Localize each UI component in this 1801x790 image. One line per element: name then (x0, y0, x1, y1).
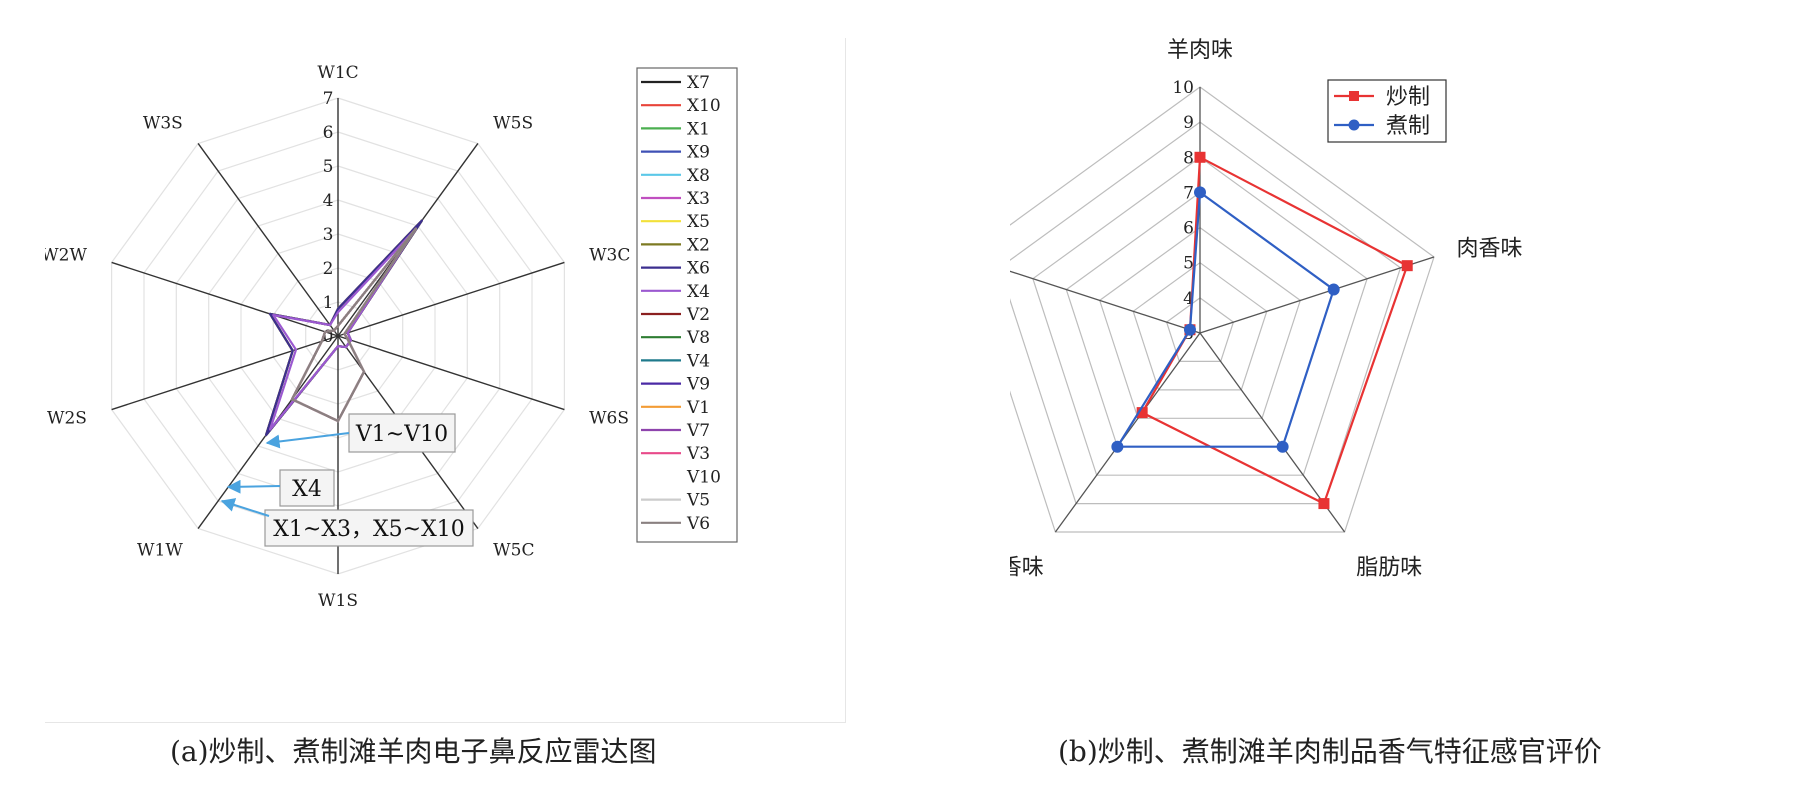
legend-frame (1327, 79, 1447, 143)
radar-b-axis-line (1199, 256, 1435, 334)
radar-a-tick-label: 4 (323, 191, 334, 211)
radar-a-axis-label: W2S (47, 409, 87, 429)
legend-label: V2 (686, 305, 710, 325)
radar-a-series-line (290, 227, 417, 423)
legend-label: V5 (686, 491, 710, 511)
radar-b-tick-label: 10 (1172, 78, 1194, 98)
chart-a-panel: 0 1 2 3 4 5 6 7 W1C W5S W3C W6S W5C W1S W1W W2S W2W W3S V1… (41, 38, 846, 723)
legend-label: V6 (686, 514, 710, 534)
radar-a-tick-label: 3 (323, 225, 334, 245)
annotation-arrow (220, 498, 270, 517)
legend-label: V10 (686, 467, 721, 487)
caption-b: (b)炒制、煮制滩羊肉制品香气特征感官评价 (1058, 735, 1602, 768)
legend-label: X3 (687, 189, 710, 209)
annotation-label: X1~X3，X5~X10 (273, 517, 465, 542)
radar-a-axis-label: W6S (589, 409, 629, 429)
radar-b-grid-ring (965, 86, 1435, 533)
radar-a-tick-label: 6 (323, 123, 334, 143)
radar-a-axis-label: W2W (45, 245, 87, 265)
radar-a-axis-label: W3C (589, 245, 630, 265)
annotation-label: V1~V10 (355, 422, 448, 447)
legend-marker (1349, 91, 1359, 101)
radar-a-axis-label: W5C (493, 541, 534, 561)
radar-a-axis-label: W5S (493, 113, 533, 133)
legend-label: 煮制 (1386, 114, 1430, 139)
radar-a-axis-label: W1S (318, 591, 358, 611)
radar-a-axis-label: W1C (317, 63, 358, 83)
legend-label: V4 (686, 351, 710, 371)
radar-a-legend: X7X10X1X9X8X3X5X2X6X4V2V8V4V9V1V7V3V10V5… (636, 67, 738, 543)
legend-label: V3 (686, 444, 710, 464)
radar-b-point (1327, 283, 1340, 296)
radar-b-tick-label: 7 (1183, 183, 1194, 203)
radar-a-series-line (269, 227, 417, 431)
radar-a-tick-label: 0 (323, 327, 334, 347)
annotation-label: X4 (292, 477, 322, 502)
legend-label: X7 (687, 73, 710, 93)
radar-chart-b: 345678910羊肉味肉香味脂肪味青香味香甜味炒制煮制 (877, 38, 1522, 580)
legend-label: X8 (687, 166, 710, 186)
radar-a-axis-label: W3S (143, 113, 183, 133)
radar-b-point (1194, 186, 1206, 199)
radar-b-tick-label: 4 (1183, 289, 1194, 309)
radar-b-point (1276, 440, 1289, 453)
legend-label: X5 (687, 212, 710, 232)
radar-a-grid (110, 97, 566, 575)
legend-label: X2 (687, 235, 710, 255)
legend-label: 炒制 (1386, 85, 1430, 110)
radar-b-grid (965, 86, 1435, 533)
radar-b-axis-line (1054, 332, 1201, 533)
radar-b-tick-label: 6 (1183, 219, 1194, 239)
legend-label: X1 (687, 119, 710, 139)
radar-b-tick-label: 9 (1183, 113, 1194, 133)
legend-label: X4 (687, 282, 710, 302)
legend-label: X6 (687, 259, 710, 279)
radar-a-tick-label: 7 (323, 89, 334, 109)
legend-label: X9 (687, 143, 710, 163)
annotation-box (279, 469, 335, 507)
radar-b-tick-label: 5 (1183, 254, 1194, 274)
radar-b-axis-label: 青香味 (1010, 555, 1044, 580)
radar-b-axis-label: 羊肉味 (1167, 38, 1233, 63)
legend-frame (636, 67, 738, 543)
annotation-arrow (226, 479, 281, 494)
radar-a-tick-label: 1 (323, 293, 334, 313)
radar-a-axis-label: W1W (137, 541, 183, 561)
radar-b-point (1318, 498, 1330, 510)
radar-a-tick-label: 2 (323, 259, 334, 279)
radar-b-point (1111, 440, 1124, 453)
radar-b-axis-label: 肉香味 (1456, 237, 1522, 262)
legend-marker (1348, 119, 1360, 131)
legend-label: V1 (686, 398, 710, 418)
radar-a-axis-line (111, 261, 339, 337)
annotation-arrow (265, 432, 350, 449)
radar-b-point (1401, 260, 1413, 272)
radar-b-axis-label: 脂肪味 (1356, 555, 1422, 580)
radar-chart-a: 0 1 2 3 4 5 6 7 W1C W5S W3C W6S W5C W1S W1W W2S W2W W3S V1… (41, 63, 738, 611)
annotation-box (264, 509, 474, 547)
radar-a-axis-line (337, 335, 565, 411)
radar-b-series-line (1115, 190, 1335, 448)
radar-b-point (1136, 407, 1148, 419)
radar-b-grid-ring (1032, 156, 1368, 476)
radar-b-grid-ring (1132, 261, 1268, 391)
radar-b-series (1111, 151, 1413, 510)
legend-label: X10 (687, 96, 721, 116)
legend-label: V8 (686, 328, 710, 348)
radar-b-point (1194, 151, 1206, 163)
caption-a: (a)炒制、煮制滩羊肉电子鼻反应雷达图 (170, 735, 657, 768)
radar-a-tick-label: 5 (323, 157, 334, 177)
radar-a-series (265, 219, 423, 437)
legend-label: V9 (686, 375, 710, 395)
radar-b-grid-ring (1098, 226, 1302, 419)
radar-a-axis-line (111, 335, 339, 411)
radar-b-point (1183, 323, 1196, 336)
chart-b-panel: 345678910羊肉味肉香味脂肪味青香味香甜味炒制煮制 (877, 38, 1790, 692)
legend-label: V7 (686, 421, 710, 441)
radar-a-axis-line (197, 143, 339, 337)
radar-b-tick-label: 8 (1183, 148, 1194, 168)
radar-a-axis-line (337, 261, 565, 337)
radar-b-grid-ring (1165, 297, 1235, 362)
